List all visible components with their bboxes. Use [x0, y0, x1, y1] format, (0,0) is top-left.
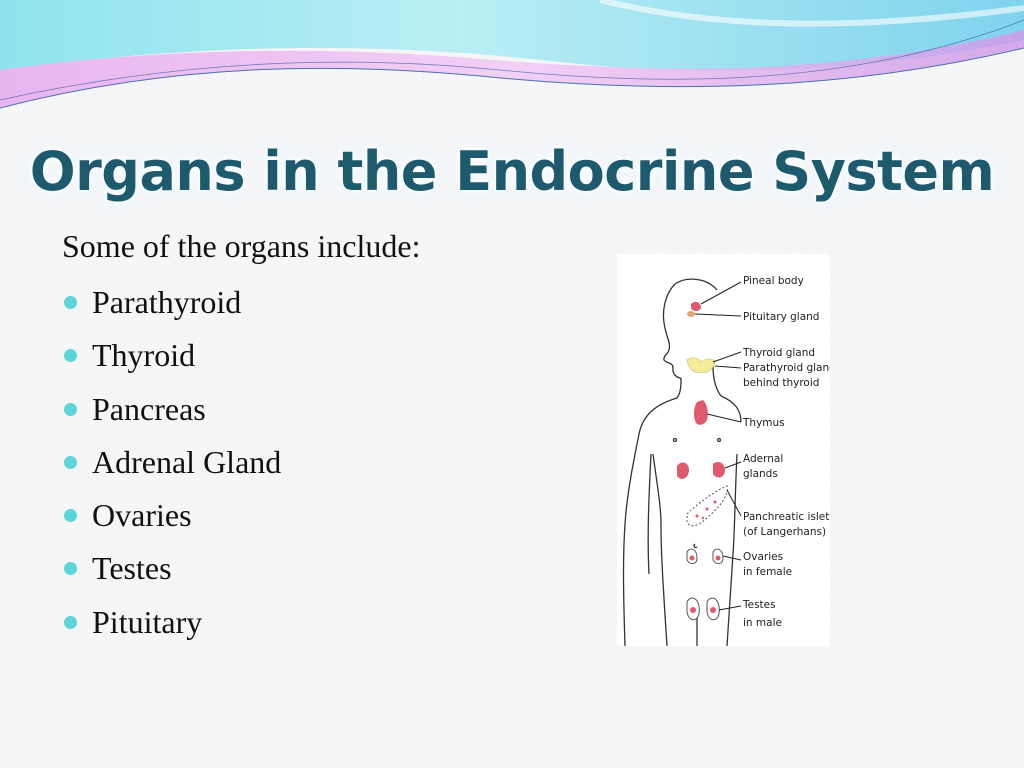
label-pineal: Pineal body	[743, 275, 804, 287]
list-item-label: Pituitary	[92, 603, 203, 640]
pituitary-mark	[687, 311, 695, 317]
list-item: Thyroid	[62, 335, 281, 388]
label-parathyroid-line1: Parathyroid gland	[743, 362, 830, 374]
label-parathyroid-line2: behind thyroid	[743, 377, 819, 389]
label-testes-line2: in male	[743, 617, 782, 629]
pancreas-mark	[686, 485, 728, 527]
list-item-label: Thyroid	[92, 337, 196, 374]
list-item: Testes	[62, 548, 281, 601]
list-item: Ovaries	[62, 495, 281, 548]
label-thyroid: Thyroid gland	[742, 347, 815, 359]
label-adrenal-line2: glands	[743, 468, 778, 480]
gland-markers	[677, 301, 728, 621]
list-item-label: Adrenal Gland	[92, 443, 282, 480]
label-testes-line1: Testes	[742, 599, 776, 611]
bullet-icon	[64, 402, 77, 416]
bullet-icon	[64, 296, 77, 309]
list-item-label: Parathyroid	[92, 284, 242, 320]
organ-list: Parathyroid Thyroid Pancreas Adrenal Gla…	[62, 282, 281, 655]
endocrine-body-illustration: Pineal body Pituitary gland Thyroid glan…	[622, 275, 830, 646]
list-item: Adrenal Gland	[62, 442, 281, 495]
bullet-icon	[64, 349, 77, 363]
adrenal-right-mark	[713, 462, 725, 478]
list-item: Pancreas	[62, 389, 281, 442]
label-ovaries-line2: in female	[743, 566, 792, 578]
header-wave-decoration	[0, 0, 1024, 109]
list-item-label: Testes	[92, 550, 172, 587]
bullet-icon	[64, 509, 77, 523]
intro-text: Some of the organs include:	[62, 228, 421, 264]
endocrine-diagram: Pineal body Pituitary gland Thyroid glan…	[617, 254, 830, 646]
body-outline	[622, 278, 742, 646]
bullet-icon	[64, 615, 77, 629]
pineal-mark	[691, 301, 701, 311]
adrenal-left-mark	[677, 462, 689, 479]
diagram-labels: Pineal body Pituitary gland Thyroid glan…	[742, 275, 830, 629]
list-item: Parathyroid	[62, 282, 281, 335]
slide-title: Organs in the Endocrine System	[29, 140, 995, 203]
bullet-icon	[64, 562, 77, 576]
thymus-mark	[694, 400, 708, 425]
label-pancreas-line2: (of Langerhans)	[743, 526, 826, 538]
list-item: Pituitary	[62, 602, 281, 655]
bullet-icon	[64, 455, 77, 469]
label-pituitary: Pituitary gland	[743, 311, 819, 323]
thyroid-mark	[686, 357, 716, 373]
leader-lines	[694, 281, 742, 611]
label-ovaries-line1: Ovaries	[743, 551, 783, 563]
label-thymus: Thymus	[742, 417, 785, 429]
list-item-label: Pancreas	[92, 390, 206, 427]
list-item-label: Ovaries	[92, 497, 192, 534]
label-adrenal-line1: Adernal	[743, 453, 783, 465]
label-pancreas-line1: Panchreatic islets	[743, 511, 830, 523]
